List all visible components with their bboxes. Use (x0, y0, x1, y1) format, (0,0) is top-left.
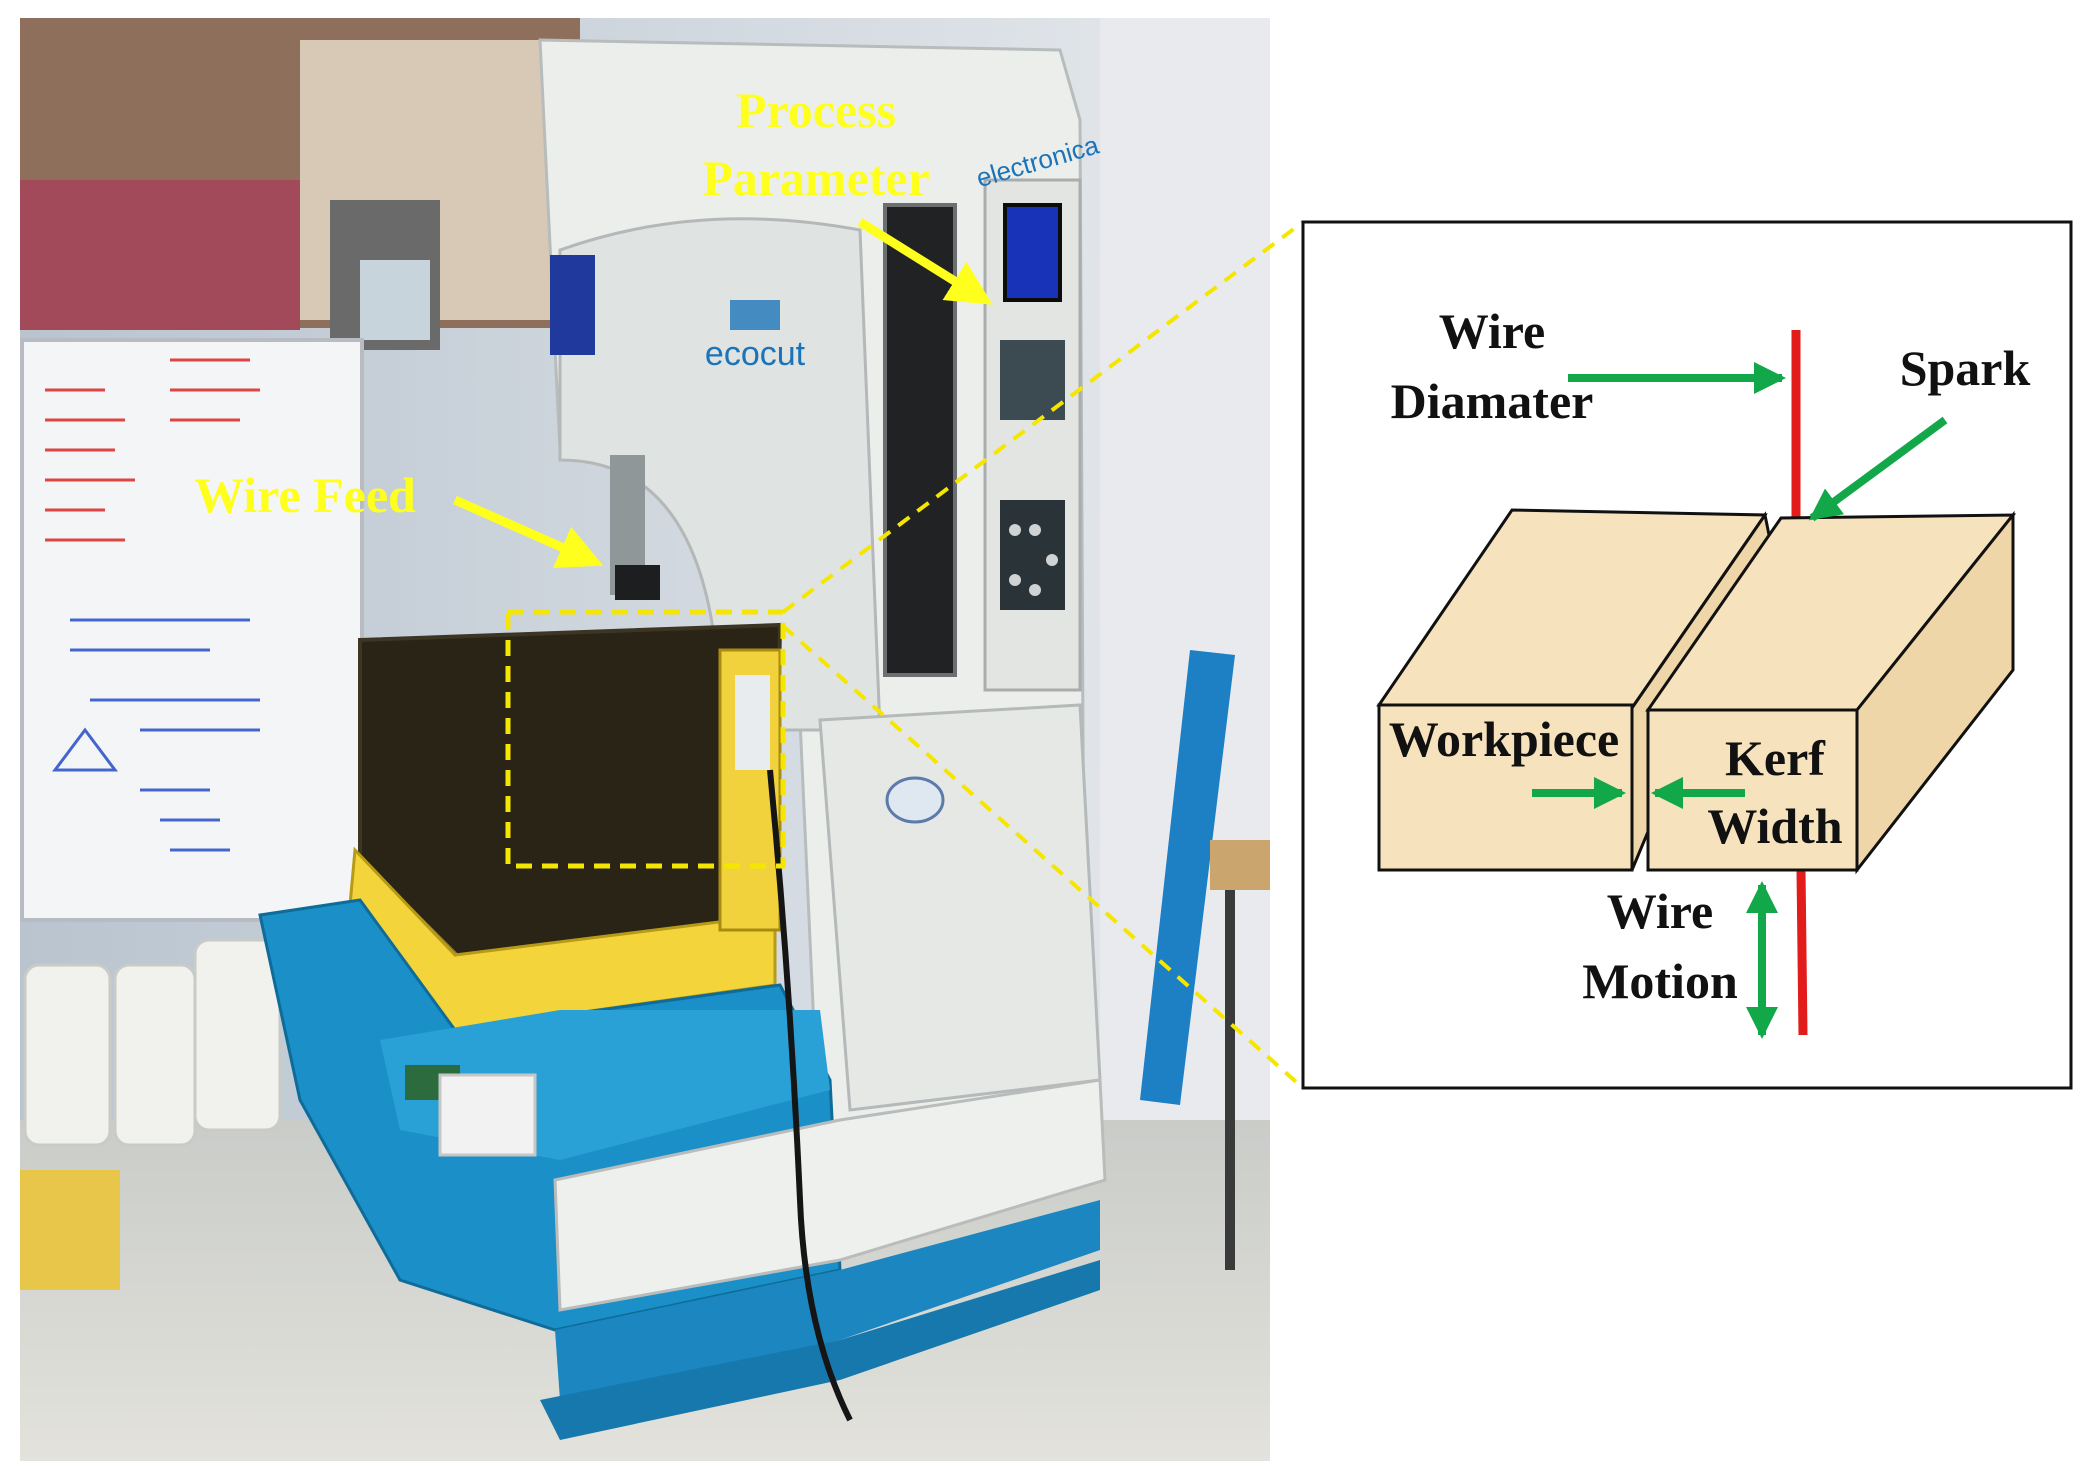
water-cans (23, 938, 282, 1147)
whiteboard (20, 338, 364, 922)
callout-line-top (781, 220, 1305, 614)
label-wire-feed: Wire Feed (194, 467, 416, 523)
label-wire-diameter-1: Wire (1439, 303, 1545, 359)
callout-box (505, 609, 786, 869)
label-process: Process (736, 82, 896, 138)
callout-line-bottom (781, 624, 1305, 1090)
label-wire-motion-1: Wire (1607, 883, 1713, 939)
brand-ecocut: ecocut (705, 335, 806, 373)
label-kerf: Kerf (1725, 730, 1826, 786)
arrow-spark (1808, 416, 1948, 522)
dielectric-tank (358, 622, 783, 963)
label-parameter: Parameter (702, 150, 930, 206)
schematic-panel: Wire Diamater Spark Workpiece Kerf Width… (1301, 220, 2073, 1090)
arrow-process-parameter (857, 218, 993, 305)
label-width: Width (1707, 798, 1842, 854)
machine-photo: electronica ecocut (20, 18, 1270, 1461)
display-screen (1003, 203, 1062, 302)
wire-lower (1796, 869, 1808, 1036)
arrow-wire-feed (453, 495, 604, 568)
label-workpiece: Workpiece (1389, 711, 1620, 767)
ecocut-logo (730, 300, 780, 330)
label-wire-motion-2: Motion (1582, 953, 1738, 1009)
label-wire-diameter-2: Diamater (1391, 373, 1594, 429)
label-spark: Spark (1900, 340, 2031, 396)
